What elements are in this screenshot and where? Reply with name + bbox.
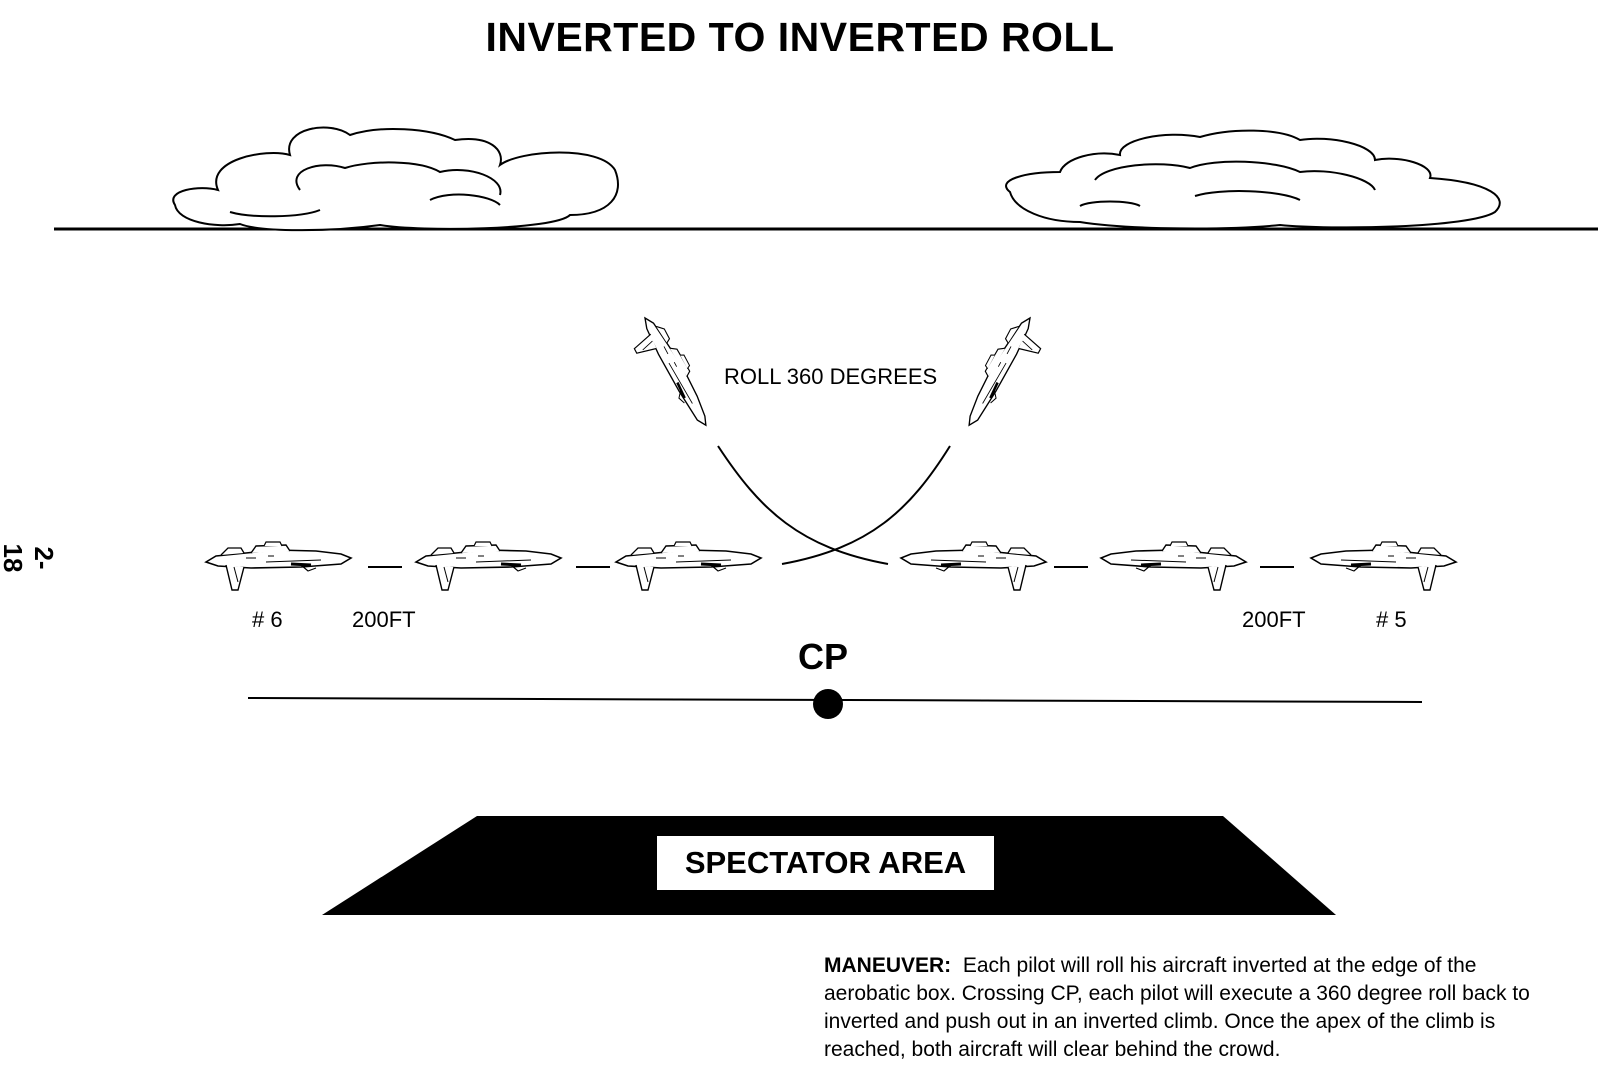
flight-path-left-aircraft (717, 445, 889, 565)
cloud-left (172, 126, 619, 232)
climbing-aircraft-right (955, 308, 1053, 440)
aircraft-number-5-label: # 5 (1376, 607, 1407, 632)
cp-label: CP (798, 636, 849, 677)
maneuver-description: MANEUVER: Each pilot will roll his aircr… (824, 952, 1564, 1064)
aircraft-right-1 (899, 540, 1048, 592)
aircraft-number-6-label: # 6 (252, 607, 283, 632)
spacing-label-right: 200FT (1242, 607, 1306, 632)
maneuver-heading: MANEUVER: (824, 954, 952, 977)
flight-path-right-aircraft (781, 445, 951, 565)
cloud-right (1005, 129, 1501, 230)
maneuver-text: Each pilot will roll his aircraft invert… (824, 954, 1530, 1061)
climbing-aircraft-left (622, 308, 720, 440)
aircraft-right-2 (1099, 540, 1248, 592)
roll-360-label: ROLL 360 DEGREES (724, 364, 938, 389)
diagram-title: INVERTED TO INVERTED ROLL (485, 14, 1115, 60)
cp-marker (813, 689, 843, 719)
aircraft-left-2 (414, 540, 563, 592)
spectator-area-label: SPECTATOR AREA (657, 836, 994, 890)
aircraft-right-3 (1309, 540, 1458, 592)
aircraft-left-3 (614, 540, 763, 592)
spacing-label-left: 200FT (352, 607, 416, 632)
aircraft-left-1 (204, 540, 353, 592)
